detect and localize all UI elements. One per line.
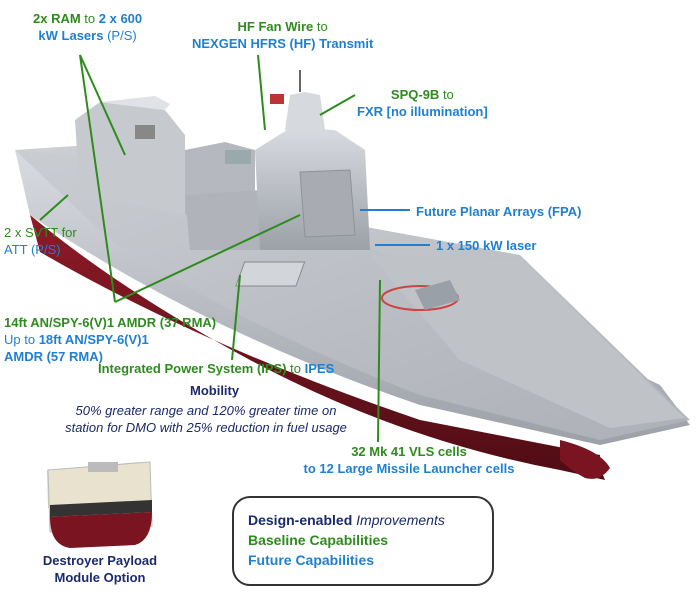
- ram-lasers: kW Lasers: [38, 28, 104, 43]
- label-mobility-title: Mobility: [190, 383, 240, 398]
- legend-design-italic: Improvements: [352, 512, 445, 528]
- leader-vls: [377, 279, 381, 443]
- leader-ips: [231, 274, 241, 361]
- svtt-for: for: [57, 225, 77, 240]
- amdr-line2: 18ft AN/SPY-6(V)1: [38, 332, 149, 347]
- aft-superstructure: [75, 102, 185, 215]
- deck-equipment: [135, 125, 155, 139]
- label-hf-fan-wire: HF Fan Wire to NEXGEN HFRS (HF) Transmit: [192, 18, 373, 52]
- label-ram-lasers: 2x RAM to 2 x 600 kW Lasers (P/S): [33, 10, 142, 44]
- payload-module-red: [50, 512, 152, 548]
- spq-to: to: [439, 87, 454, 102]
- svtt-green: 2 x SVTT: [4, 225, 58, 240]
- legend-box: Design-enabled Improvements Baseline Cap…: [232, 496, 494, 586]
- label-amdr: 14ft AN/SPY-6(V)1 AMDR (37 RMA) Up to 18…: [4, 314, 216, 365]
- ips-to: to: [286, 361, 305, 376]
- payload-module-cap: [88, 462, 118, 472]
- leader-hf: [257, 54, 266, 131]
- mobility-line2: station for DMO with 25% reduction in fu…: [65, 420, 347, 435]
- deckhouse-radar-face: [299, 169, 356, 238]
- amdr-up-to: Up to: [4, 332, 39, 347]
- amdr-line1: 14ft AN/SPY-6(V)1 AMDR (37 RMA): [4, 315, 217, 330]
- ips-green: Integrated Power System (IPS): [98, 361, 287, 376]
- ram-green: 2x RAM: [33, 11, 81, 26]
- label-vls: 32 Mk 41 VLS cells to 12 Large Missile L…: [278, 443, 540, 477]
- label-laser: 1 x 150 kW laser: [436, 238, 537, 253]
- hf-to: to: [313, 19, 328, 34]
- vls-blue: to 12 Large Missile Launcher cells: [303, 461, 515, 476]
- svtt-att: ATT: [4, 242, 28, 257]
- label-svtt: 2 x SVTT for ATT (P/S): [4, 224, 77, 258]
- label-spq: SPQ-9B to FXR [no illumination]: [357, 86, 488, 120]
- label-mobility-text: 50% greater range and 120% greater time …: [56, 402, 356, 436]
- spq-blue: FXR [no illumination]: [357, 104, 488, 119]
- mobility-line1: 50% greater range and 120% greater time …: [75, 403, 337, 418]
- amdr-line3: AMDR (57 RMA): [4, 349, 103, 364]
- hf-blue: NEXGEN HFRS (HF) Transmit: [192, 36, 374, 51]
- hf-green: HF Fan Wire: [237, 19, 314, 34]
- ram-to: to: [80, 11, 99, 26]
- vls-green: 32 Mk 41 VLS cells: [351, 444, 467, 459]
- payload-module-stripe: [50, 500, 152, 517]
- leader-amdr: [114, 214, 301, 303]
- leader-spq: [319, 94, 356, 116]
- hull-underbody: [30, 215, 605, 480]
- leader-svtt: [39, 194, 69, 221]
- module-line2: Module Option: [54, 570, 146, 585]
- label-payload-module: Destroyer Payload Module Option: [40, 552, 160, 586]
- ram-blue: 2 x 600: [98, 11, 143, 26]
- bow-bulb: [560, 440, 610, 479]
- ips-blue: IPES: [304, 361, 335, 376]
- legend-baseline: Baseline Capabilities: [248, 532, 389, 548]
- flag: [270, 94, 284, 104]
- legend-future: Future Capabilities: [248, 552, 375, 568]
- deck-equipment: [225, 150, 251, 164]
- svtt-ps: (P/S): [27, 242, 61, 257]
- spq-green: SPQ-9B: [390, 87, 440, 102]
- aft-superstructure-top: [100, 96, 170, 110]
- leader-ram: [79, 54, 126, 156]
- vls-panel: [235, 261, 306, 287]
- leader-ram-2: [79, 54, 116, 303]
- label-fpa: Future Planar Arrays (FPA): [416, 204, 582, 219]
- legend-design: Design-enabled Improvements: [248, 510, 492, 530]
- label-ips: Integrated Power System (IPS) to IPES: [98, 360, 334, 377]
- ram-ps: (P/S): [103, 28, 137, 43]
- mast: [285, 92, 325, 130]
- module-line1: Destroyer Payload: [42, 553, 158, 568]
- legend-design-bold: Design-enabled: [248, 512, 353, 528]
- gun-mount: [415, 280, 460, 310]
